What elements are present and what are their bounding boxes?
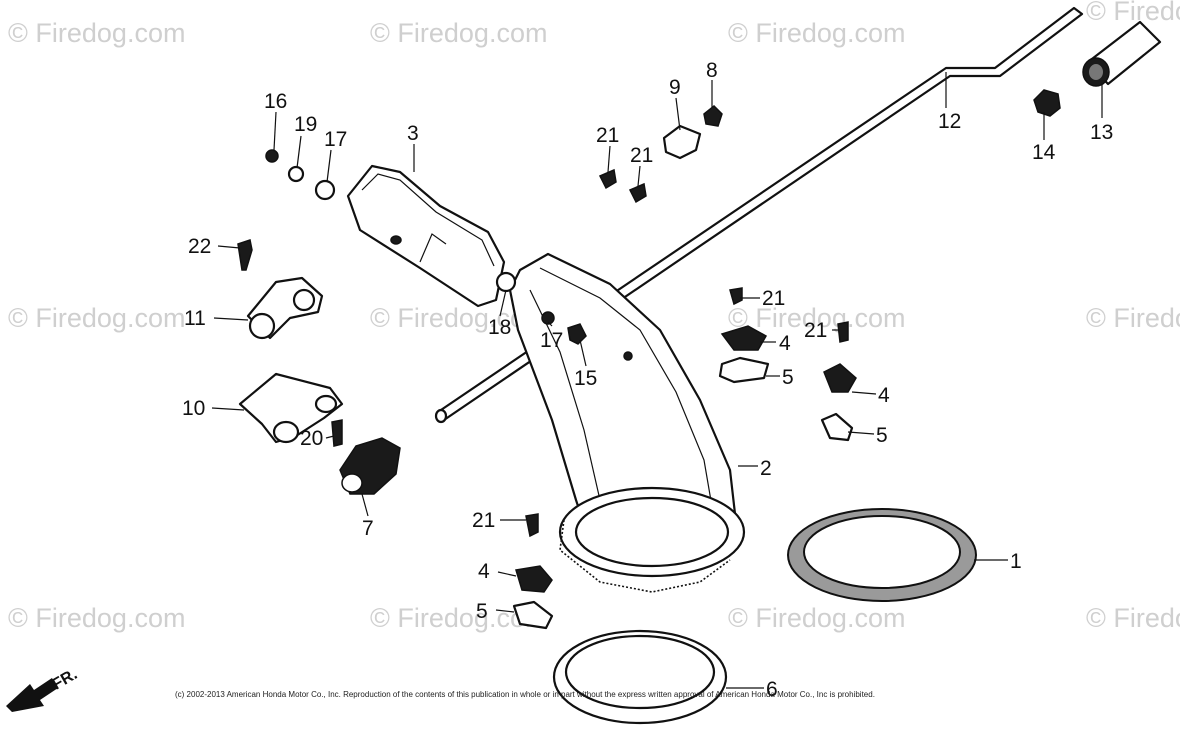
watermark: © Firedog.com (728, 303, 905, 333)
grip-part (1082, 20, 1162, 87)
bolt-21 (837, 321, 849, 343)
callout-1: 1 (1010, 550, 1022, 573)
bolt-20 (331, 419, 343, 447)
callout-4: 4 (779, 332, 791, 355)
callout-7: 7 (362, 517, 374, 540)
bolt-15 (567, 323, 587, 345)
nut-part (1033, 89, 1061, 117)
watermark: © Firedog.com (370, 18, 547, 48)
bracket-upper-part (246, 276, 324, 340)
nut-8 (703, 104, 723, 127)
callout-21: 21 (596, 124, 619, 147)
callout-21: 21 (762, 287, 785, 310)
callout-5: 5 (876, 424, 888, 447)
callout-8: 8 (706, 59, 718, 82)
callout-6: 6 (766, 678, 778, 701)
watermark: © Firedog.com (728, 603, 905, 633)
callout-10: 10 (182, 397, 205, 420)
plate-5 (820, 412, 854, 442)
watermark: © Firedog.com (728, 18, 905, 48)
clamp-4 (823, 363, 857, 393)
callout-3: 3 (407, 122, 419, 145)
plate-5 (718, 356, 770, 384)
callout-4: 4 (878, 384, 890, 407)
callout-18: 18 (488, 316, 511, 339)
clamp-4 (515, 565, 553, 593)
callout-17: 17 (324, 128, 347, 151)
callout-20: 20 (300, 427, 323, 450)
front-indicator: FR. (6, 666, 80, 712)
clamp-4 (720, 325, 768, 351)
plate-5 (512, 600, 554, 630)
bolt-21 (628, 182, 647, 204)
washer-19 (287, 165, 305, 183)
callout-14: 14 (1032, 141, 1056, 164)
watermark: © Firedog.com (8, 18, 185, 48)
bracket-lower-part (238, 372, 344, 444)
bolt-21 (525, 513, 539, 538)
washer-18 (495, 271, 517, 293)
callout-15: 15 (574, 367, 597, 390)
callout-22: 22 (188, 235, 211, 258)
chute-part (508, 252, 746, 593)
watermark: © Firedog.com (8, 603, 185, 633)
watermark: © Firedog.com (8, 303, 185, 333)
nut-16 (265, 149, 279, 163)
bolt-22 (237, 239, 253, 271)
callout-5: 5 (782, 366, 794, 389)
washer-9 (662, 124, 702, 160)
deflector-cap-part (346, 164, 506, 308)
bolt-21 (729, 287, 743, 306)
ring-part (787, 508, 977, 602)
callout-21: 21 (804, 319, 827, 342)
callout-21: 21 (630, 144, 653, 167)
callout-16: 16 (264, 90, 287, 113)
callout-group: 16 19 17 3 21 21 9 8 12 14 13 22 11 10 2… (182, 59, 1113, 701)
watermark: © Firedog.com (1086, 303, 1180, 333)
callout-21: 21 (472, 509, 495, 532)
flange-ring-part (552, 629, 728, 725)
callout-17: 17 (540, 329, 563, 352)
callout-2: 2 (760, 457, 772, 480)
watermark: © Firedog.com (1086, 603, 1180, 633)
callout-9: 9 (669, 76, 681, 99)
callout-5: 5 (476, 600, 488, 623)
leader-lines (211, 72, 1103, 689)
washer-17 (314, 179, 336, 201)
callout-11: 11 (184, 307, 206, 330)
worm-gear-part (339, 437, 401, 495)
bolt-21 (598, 168, 617, 190)
callout-19: 19 (294, 113, 317, 136)
front-arrow-icon (6, 678, 58, 712)
callout-4: 4 (478, 560, 490, 583)
callout-13: 13 (1090, 121, 1113, 144)
copyright-notice: (c) 2002-2013 American Honda Motor Co., … (175, 690, 875, 699)
callout-12: 12 (938, 110, 961, 133)
watermark: © Firedog.com (1086, 0, 1180, 26)
hardware-group (237, 104, 857, 630)
